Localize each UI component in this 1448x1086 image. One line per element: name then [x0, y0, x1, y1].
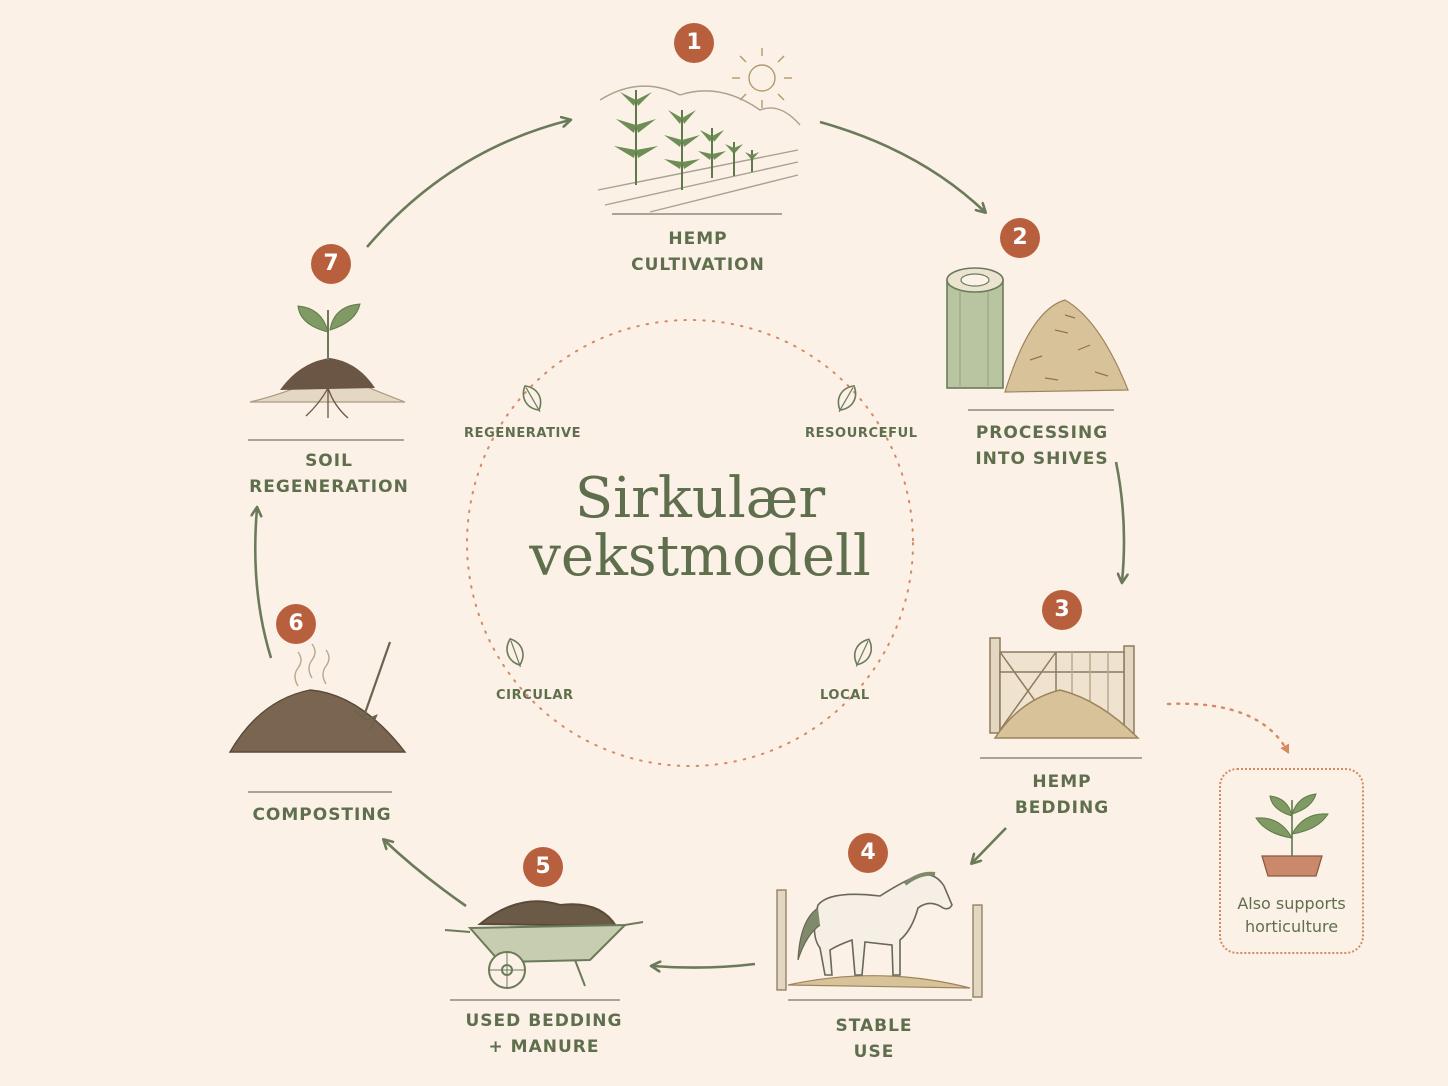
potted-plant-icon — [1255, 793, 1329, 877]
arrow-7-to-1 — [366, 120, 570, 248]
title-line-2: vekstmodell — [529, 524, 871, 589]
horse-icon — [776, 871, 983, 1001]
wheelbarrow-icon — [444, 900, 644, 1001]
value-label-resourceful: RESOURCEFUL — [805, 426, 918, 441]
title-line-1: Sirkulær — [574, 466, 826, 531]
value-label-circular: CIRCULAR — [496, 688, 574, 703]
leaf-icon-local — [853, 638, 873, 667]
step-label-used-bedding: USED BEDDING + MANURE — [465, 1011, 623, 1057]
step-badge-1: 1 — [674, 23, 714, 63]
sprout-icon — [248, 303, 406, 441]
step-badge-5: 5 — [523, 847, 563, 887]
arrow-3-to-4 — [972, 827, 1007, 863]
arrow-6-to-7 — [255, 508, 273, 659]
step-label-composting: COMPOSTING — [252, 805, 392, 825]
step-badge-6: 6 — [276, 604, 316, 644]
stable-bedding-icon — [980, 637, 1142, 759]
value-label-local: LOCAL — [820, 688, 870, 703]
step-label-soil-regeneration: SOIL REGENERATION — [249, 451, 409, 497]
arrow-4-to-5 — [652, 964, 756, 968]
leaf-icon-resourceful — [837, 384, 857, 413]
step-label-hemp-bedding: HEMP BEDDING — [1014, 772, 1110, 818]
step-label-hemp-cultivation: HEMP CULTIVATION — [631, 229, 765, 275]
arrow-5-to-6 — [384, 840, 467, 908]
diagram-title: Sirkulær vekstmodell — [520, 470, 880, 586]
arrow-bedding-to-horticulture — [1166, 702, 1290, 754]
compost-pile-icon — [228, 641, 407, 793]
arrow-2-to-3 — [1114, 461, 1124, 582]
hemp-field-icon — [597, 48, 801, 215]
center-dotted-ring — [466, 319, 914, 767]
step-label-stable-use: STABLE USE — [835, 1016, 913, 1062]
leaf-icon-circular — [506, 637, 524, 668]
step-badge-2: 2 — [1000, 218, 1040, 258]
horticulture-aside: Also supports horticulture — [1219, 768, 1364, 954]
step-label-processing: PROCESSING INTO SHIVES — [975, 423, 1109, 469]
arrow-1-to-2 — [819, 120, 985, 212]
step-badge-4: 4 — [848, 833, 888, 873]
hemp-shives-icon — [946, 267, 1129, 411]
step-badge-7: 7 — [311, 244, 351, 284]
value-label-regenerative: REGENERATIVE — [464, 426, 582, 441]
aside-text: Also supports horticulture — [1237, 894, 1346, 936]
leaf-icon-regenerative — [522, 384, 542, 413]
step-badge-3: 3 — [1042, 590, 1082, 630]
